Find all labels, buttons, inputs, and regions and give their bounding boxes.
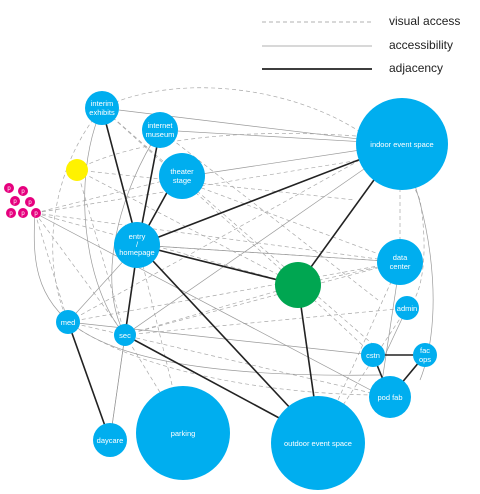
svg-text:p: p [28,200,32,206]
svg-text:pod fab: pod fab [377,393,402,402]
svg-text:p: p [21,211,25,217]
svg-text:daycare: daycare [97,436,124,445]
nodes: interim exhibits internet museum theater… [4,91,448,490]
node-parking[interactable]: parking [136,386,230,480]
legend: visual access accessibility adjacency [262,14,460,75]
svg-text:data: data [393,253,408,262]
svg-text:entry: entry [129,232,146,241]
legend-visual-access-label: visual access [389,14,460,28]
node-fac-ops[interactable]: fac ops [413,343,437,367]
svg-text:med: med [61,318,76,327]
svg-text:homepage: homepage [119,248,154,257]
svg-text:p: p [21,189,25,195]
p-node[interactable]: p [10,196,20,206]
svg-text:theater: theater [170,167,194,176]
node-outdoor-event-space[interactable]: outdoor event space [271,396,365,490]
svg-text:ops: ops [419,355,431,364]
svg-text:admin: admin [397,304,417,313]
svg-text:outdoor event space: outdoor event space [284,439,352,448]
node-interim-exhibits[interactable]: interim exhibits [85,91,119,125]
p-node[interactable]: p [18,208,28,218]
p-node[interactable]: p [4,183,14,193]
p-node[interactable]: p [6,208,16,218]
legend-accessibility-label: accessibility [389,38,453,52]
node-daycare[interactable]: daycare [93,423,127,457]
node-pod-fab[interactable]: pod fab [369,376,411,418]
svg-text:museum: museum [146,130,175,139]
svg-text:sec: sec [119,331,131,340]
p-node[interactable]: p [25,197,35,207]
svg-text:internet: internet [147,121,173,130]
node-admin[interactable]: admin [395,296,419,320]
p-node[interactable]: p [18,186,28,196]
svg-text:interim: interim [91,99,114,108]
svg-text:p: p [34,211,38,217]
node-entry-homepage[interactable]: entry / homepage [114,222,160,268]
node-indoor-event-space[interactable]: indoor event space [356,98,448,190]
svg-text:p: p [9,211,13,217]
p-node-cluster: p p p p p p p [4,183,41,218]
node-sec[interactable]: sec [114,324,136,346]
svg-text:indoor event space: indoor event space [370,140,433,149]
svg-text:/: / [136,240,139,249]
legend-adjacency-label: adjacency [389,61,443,75]
svg-text:exhibits: exhibits [89,108,115,117]
svg-text:stage: stage [173,176,191,185]
p-node[interactable]: p [31,208,41,218]
svg-text:cstn: cstn [366,351,380,360]
node-data-center[interactable]: data center [377,239,423,285]
svg-text:center: center [390,262,411,271]
node-internet-museum[interactable]: internet museum [142,112,178,148]
node-med[interactable]: med [56,310,80,334]
node-cstn[interactable]: cstn [361,343,385,367]
node-unlabeled-green[interactable] [275,262,321,308]
node-theater-stage[interactable]: theater stage [159,153,205,199]
svg-text:parking: parking [171,429,196,438]
node-unlabeled-yellow[interactable] [66,159,88,181]
svg-text:fac: fac [420,346,430,355]
svg-text:p: p [13,199,17,205]
svg-text:p: p [7,186,11,192]
